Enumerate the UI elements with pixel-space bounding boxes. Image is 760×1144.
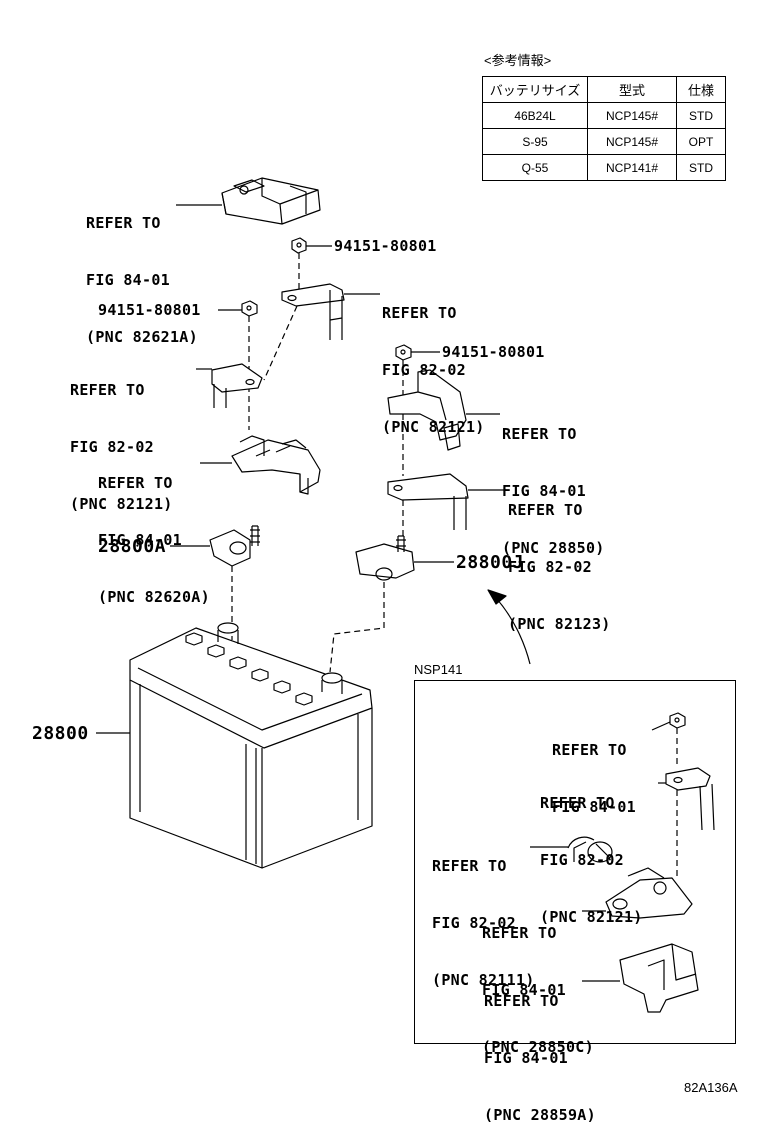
label-line: REFER TO	[482, 924, 557, 942]
table-cell: Q-55	[482, 154, 588, 181]
inset-label-nut: REFER TO FIG 84-01	[552, 703, 636, 836]
inset-cable-connector	[567, 836, 613, 863]
table-row: Q-55 NCP141# STD	[482, 154, 726, 181]
label-right-cable: REFER TO FIG 82-02 (PNC 82123)	[508, 463, 611, 653]
cable-bracket-right	[387, 473, 469, 530]
inset-label-cable2: REFER TO FIG 82-02 (PNC 82111)	[432, 819, 535, 1009]
label-line: (PNC 82620A)	[98, 588, 210, 606]
label-line: FIG 84-01	[502, 482, 586, 500]
inset-title: NSP141	[414, 662, 463, 677]
label-line: (PNC 28859A)	[484, 1106, 596, 1124]
label-line: REFER TO	[508, 501, 583, 519]
info-table: バッテリサイズ 型式 仕様 46B24L NCP145# STD S-95 NC…	[482, 76, 726, 181]
label-terminal-j: 28800J	[456, 552, 525, 573]
label-line: REFER TO	[502, 425, 577, 443]
label-nut-left: 94151-80801	[98, 301, 201, 319]
table-cell: 46B24L	[482, 102, 588, 129]
info-header-model: 型式	[587, 76, 677, 103]
label-nut-right: 94151-80801	[442, 343, 545, 361]
label-line: FIG 84-01	[484, 1049, 568, 1067]
info-header-spec: 仕様	[676, 76, 726, 103]
terminal-28800j	[355, 535, 415, 581]
info-table-caption: <参考情報>	[484, 53, 552, 68]
table-cell: NCP141#	[587, 154, 677, 181]
label-line: (PNC 28850)	[502, 539, 605, 557]
label-terminal-a: 28800A	[98, 536, 167, 557]
inset-label-cover2: REFER TO FIG 84-01 (PNC 28859A)	[484, 954, 596, 1144]
label-left-cover: REFER TO FIG 84-01 (PNC 82620A)	[98, 436, 210, 626]
inset-panel	[414, 680, 736, 1044]
inset-label-cover1: REFER TO FIG 84-01 (PNC 28850C)	[482, 886, 594, 1076]
label-top-cover: REFER TO FIG 84-01 (PNC 82621A)	[86, 176, 198, 366]
label-line: REFER TO	[540, 794, 615, 812]
terminal-28800a	[209, 525, 260, 567]
terminal-cover-right	[387, 369, 467, 451]
label-battery: 28800	[32, 723, 89, 744]
label-line: FIG 84-01	[86, 271, 170, 289]
label-line: FIG 82-02	[432, 914, 516, 932]
label-line: REFER TO	[70, 381, 145, 399]
label-line: REFER TO	[98, 474, 173, 492]
inset-terminal-bracket	[619, 943, 699, 1013]
battery-cover-top	[221, 177, 321, 225]
terminal-cover-left	[231, 435, 321, 495]
label-line: FIG 84-01	[98, 531, 182, 549]
label-nut-top: 94151-80801	[334, 237, 437, 255]
label-line: (PNC 82121)	[70, 495, 173, 513]
parts-diagram	[96, 177, 715, 1013]
table-cell: STD	[676, 154, 726, 181]
table-cell: NCP145#	[587, 128, 677, 155]
label-line: FIG 82-02	[540, 851, 624, 869]
label-line: FIG 84-01	[482, 981, 566, 999]
inset-nut-icon	[669, 712, 686, 729]
figure-id: 82A136A	[684, 1080, 738, 1095]
label-line: FIG 82-02	[382, 361, 466, 379]
label-line: (PNC 82111)	[432, 971, 535, 989]
label-line: REFER TO	[382, 304, 457, 322]
label-line: (PNC 82121)	[382, 418, 485, 436]
table-cell: S-95	[482, 128, 588, 155]
info-header-size: バッテリサイズ	[482, 76, 588, 103]
cable-bracket-left	[211, 363, 263, 408]
label-line: REFER TO	[484, 992, 559, 1010]
nut-top-icon	[291, 237, 307, 254]
label-upper-right-cable: REFER TO FIG 82-02 (PNC 82121)	[382, 266, 485, 456]
label-line: (PNC 82121)	[540, 908, 643, 926]
inset-label-cable1: REFER TO FIG 82-02 (PNC 82121)	[540, 756, 643, 946]
inset-arrow-icon	[487, 589, 531, 665]
battery-28800	[129, 622, 373, 869]
label-line: REFER TO	[552, 741, 627, 759]
label-line: (PNC 82123)	[508, 615, 611, 633]
label-right-cover: REFER TO FIG 84-01 (PNC 28850)	[502, 387, 605, 577]
cable-bracket-upper	[281, 283, 345, 340]
nut-right-icon	[395, 344, 412, 361]
label-line: REFER TO	[86, 214, 161, 232]
nut-left-icon	[241, 300, 258, 317]
inset-terminal-cover	[605, 867, 693, 919]
label-line: FIG 84-01	[552, 798, 636, 816]
label-line: (PNC 82621A)	[86, 328, 198, 346]
label-line: FIG 82-02	[70, 438, 154, 456]
label-left-cable: REFER TO FIG 82-02 (PNC 82121)	[70, 343, 173, 533]
label-line: (PNC 28850C)	[482, 1038, 594, 1056]
label-line: REFER TO	[432, 857, 507, 875]
table-row: 46B24L NCP145# STD	[482, 102, 726, 129]
label-line: FIG 82-02	[508, 558, 592, 576]
inset-cable-bracket	[665, 767, 715, 831]
